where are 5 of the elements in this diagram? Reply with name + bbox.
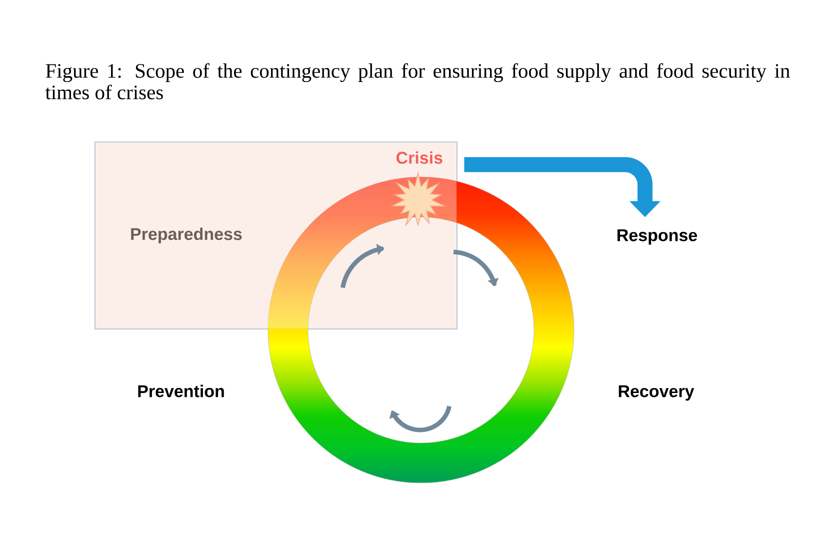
- crisis-label: Crisis: [396, 151, 442, 164]
- figure-caption: Figure 1: Scope of the contingency plan for ensuring food supply and food security in times of crises: [45, 63, 790, 100]
- phase-label: Prevention: [138, 384, 224, 398]
- phase-label: Recovery: [618, 385, 694, 401]
- phase-label: Response: [618, 229, 698, 245]
